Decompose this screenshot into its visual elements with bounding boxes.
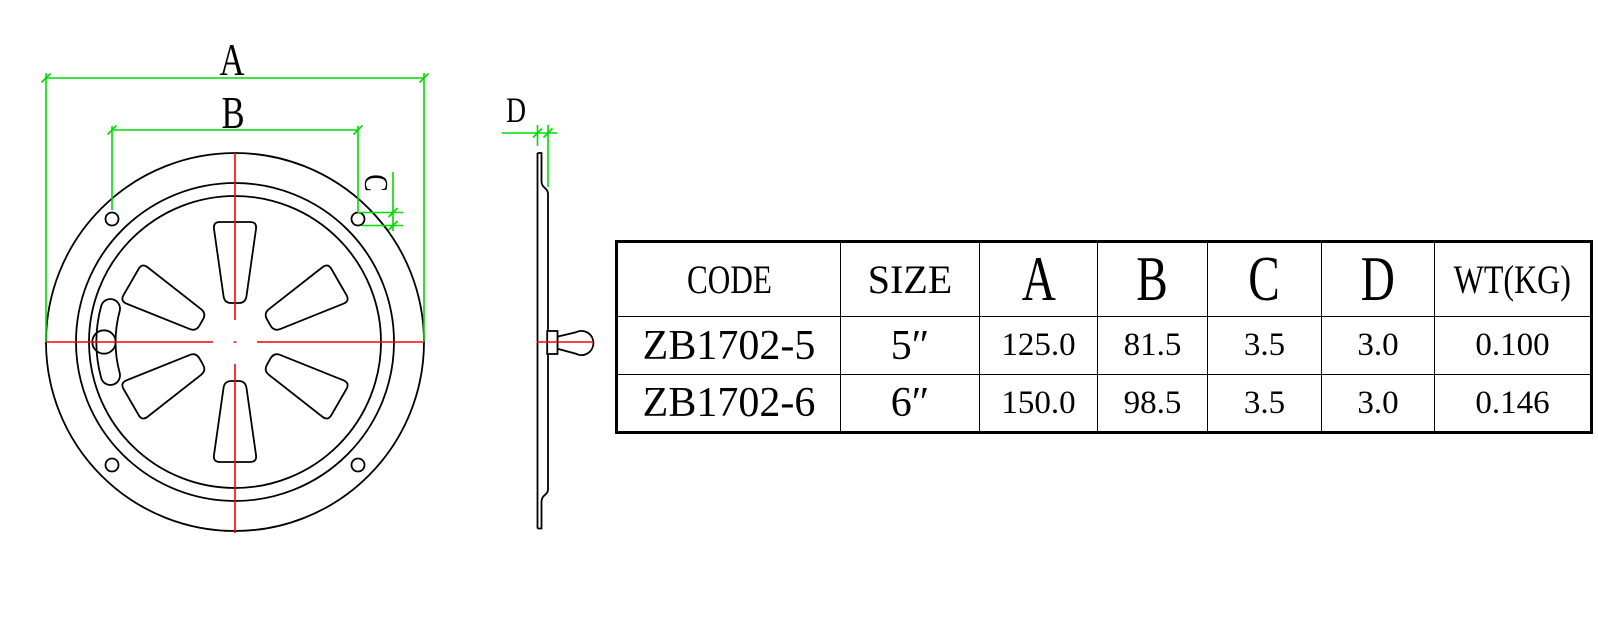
spec-table: CODE SIZE A B C D WT(KG) ZB1702-5 5″ 125…: [615, 240, 1593, 434]
dim-c-lines: [358, 172, 403, 231]
cell-a: 125.0: [979, 316, 1098, 375]
dimension-d: D: [502, 90, 557, 187]
spec-table-row: ZB1702-6 6″ 150.0 98.5 3.5 3.0 0.146: [616, 374, 1592, 433]
cell-value: 5″: [890, 322, 930, 369]
header-cell-b: B: [1097, 241, 1208, 317]
vent-slot: [119, 342, 213, 422]
side-profile-top-step: [537, 152, 549, 195]
cell-c: 3.5: [1207, 374, 1322, 433]
cell-value: 125.0: [1001, 327, 1076, 363]
cell-code: ZB1702-5: [616, 316, 841, 375]
dim-a-lines: [40, 72, 430, 342]
cell-value: 6″: [890, 380, 930, 426]
header-label-wt: WT(KG): [1453, 257, 1572, 302]
header-cell-wt: WT(KG): [1434, 241, 1592, 317]
vent-slot: [257, 342, 351, 422]
dimension-a: A: [40, 35, 430, 342]
mounting-hole: [104, 211, 120, 227]
spec-table-row: ZB1702-5 5″ 125.0 81.5 3.5 3.0 0.100: [616, 316, 1592, 375]
spec-table-header-row: CODE SIZE A B C D WT(KG): [616, 241, 1592, 317]
cell-d: 3.0: [1321, 374, 1435, 433]
side-view: D: [502, 90, 595, 530]
header-label-a: A: [1021, 244, 1056, 314]
cell-value: 0.146: [1475, 384, 1550, 421]
vent-slot: [119, 262, 213, 342]
cell-size: 6″: [840, 374, 980, 433]
centerline-red: [46, 153, 424, 533]
cell-c: 3.5: [1207, 316, 1322, 375]
header-label-size: SIZE: [867, 257, 953, 302]
cell-value: 81.5: [1123, 327, 1182, 363]
cell-value: 98.5: [1123, 384, 1182, 421]
cell-value: 3.0: [1357, 384, 1399, 421]
cell-a: 150.0: [979, 374, 1098, 433]
cell-wt: 0.100: [1434, 316, 1592, 375]
dim-d-lines: [502, 125, 557, 187]
dimension-b: B: [106, 88, 364, 211]
cell-value: ZB1702-5: [642, 322, 816, 369]
cell-value: 150.0: [1001, 384, 1076, 421]
cell-value: ZB1702-6: [642, 380, 816, 426]
dimension-c: C: [357, 172, 403, 231]
cell-value: 3.5: [1243, 384, 1286, 421]
cell-code: ZB1702-6: [616, 374, 841, 433]
side-profile-bottom-step: [537, 488, 549, 530]
mounting-hole: [350, 457, 366, 473]
dim-b-lines: [106, 124, 364, 211]
cell-value: 0.100: [1475, 327, 1550, 363]
cell-b: 98.5: [1097, 374, 1208, 433]
header-cell-c: C: [1207, 241, 1322, 317]
dim-label-d: D: [506, 90, 526, 130]
cell-value: 3.5: [1243, 327, 1286, 363]
knob-bulb-side: [556, 330, 595, 356]
header-label-b: B: [1136, 244, 1169, 314]
header-label-c: C: [1248, 244, 1281, 314]
mounting-hole: [104, 457, 120, 473]
cell-b: 81.5: [1097, 316, 1208, 375]
center-crosshair: [46, 153, 424, 533]
cell-d: 3.0: [1321, 316, 1435, 375]
header-cell-a: A: [979, 241, 1098, 317]
cell-size: 5″: [840, 316, 980, 375]
dim-label-b: B: [221, 88, 244, 138]
header-label-d: D: [1360, 244, 1396, 314]
cell-wt: 0.146: [1434, 374, 1592, 433]
header-label-code: CODE: [686, 257, 772, 302]
vent-slot: [257, 262, 351, 342]
header-cell-size: SIZE: [840, 241, 980, 317]
header-cell-code: CODE: [616, 241, 841, 317]
mounting-hole: [350, 211, 366, 227]
dim-label-a: A: [219, 35, 244, 85]
front-view: A B C: [40, 35, 430, 533]
dim-label-c: C: [357, 174, 395, 191]
cell-value: 3.0: [1357, 327, 1399, 363]
header-cell-d: D: [1321, 241, 1435, 317]
